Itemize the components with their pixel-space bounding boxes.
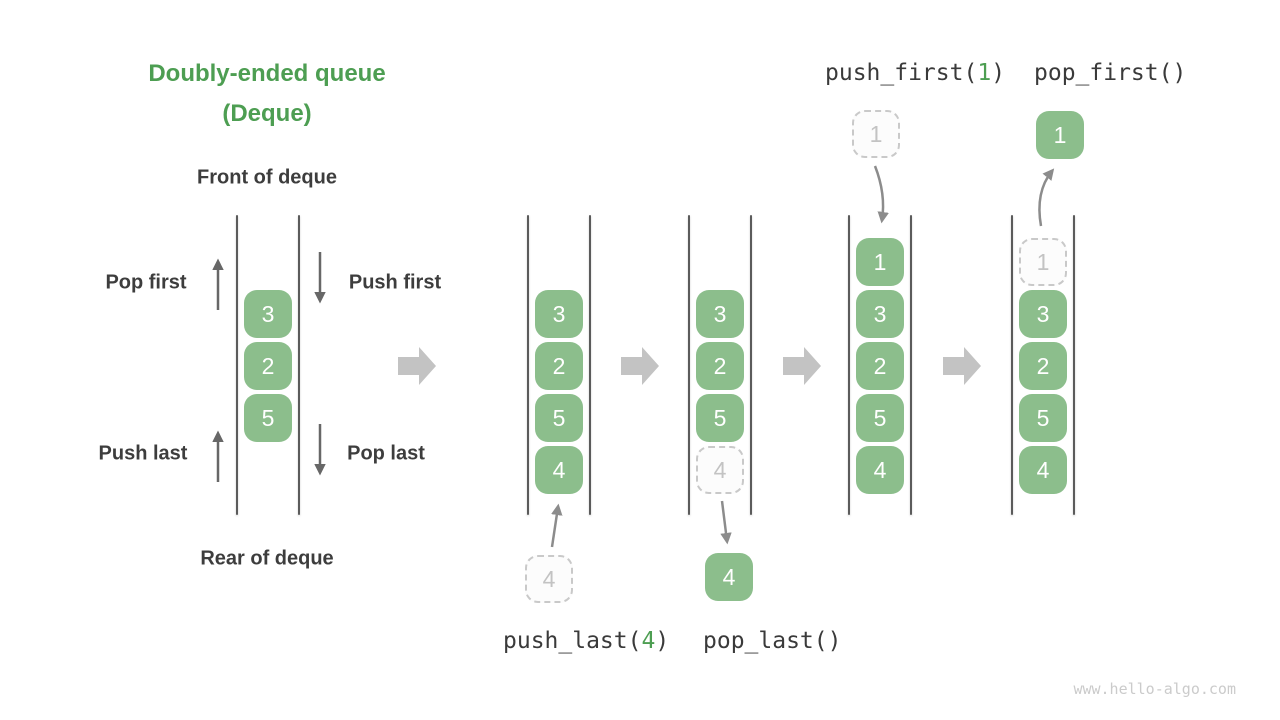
queue-cell: 3 [1019, 290, 1067, 338]
queue-cell: 5 [535, 394, 583, 442]
removed-slot-cell: 1 [1019, 238, 1067, 286]
queue-cell: 5 [856, 394, 904, 442]
incoming-cell: 1 [852, 110, 900, 158]
op-text: push_last( [503, 628, 642, 654]
step-arrow-2-icon [621, 347, 659, 385]
push-last-op-arrow-icon [550, 503, 563, 548]
removed-slot-cell: 4 [696, 446, 744, 494]
queue-wall-left [236, 215, 238, 515]
pop-last-op-arrow-icon [720, 500, 732, 545]
push-first-op-arrow-icon [873, 165, 889, 224]
pop-first-op-arrow-icon [1038, 168, 1055, 227]
queue-cell: 5 [696, 394, 744, 442]
popped-cell: 4 [705, 553, 753, 601]
queue-cell: 2 [535, 342, 583, 390]
op-text: ) [991, 60, 1006, 86]
queue-wall-left [1011, 215, 1013, 515]
queue-cell: 2 [244, 342, 292, 390]
queue-cell: 3 [244, 290, 292, 338]
queue-cell: 2 [1019, 342, 1067, 390]
op-text: ) [655, 628, 670, 654]
popped-cell: 1 [1036, 111, 1084, 159]
queue-cell: 5 [244, 394, 292, 442]
pop-first-label: Pop first [105, 271, 187, 294]
pop-last-op-label: pop_last() [703, 628, 842, 654]
incoming-cell: 4 [525, 555, 573, 603]
queue-wall-right [298, 215, 300, 515]
queue-cell: 3 [535, 290, 583, 338]
queue-wall-right [589, 215, 591, 515]
queue-wall-right [1073, 215, 1075, 515]
pop-first-op-label: pop_first() [1034, 60, 1187, 86]
queue-wall-left [527, 215, 529, 515]
push-first-label: Push first [348, 271, 442, 294]
queue-cell: 2 [856, 342, 904, 390]
queue-cell: 5 [1019, 394, 1067, 442]
queue-cell: 2 [696, 342, 744, 390]
step-arrow-1-icon [398, 347, 436, 385]
queue-cell: 3 [696, 290, 744, 338]
page-title-line1: Doubly-ended queue [148, 60, 386, 87]
queue-cell: 4 [535, 446, 583, 494]
queue-wall-right [750, 215, 752, 515]
watermark: www.hello-algo.com [1073, 680, 1236, 698]
pop-last-label: Pop last [347, 442, 425, 465]
push-last-label: Push last [98, 442, 188, 465]
push-last-op-label: push_last(4) [503, 628, 669, 654]
step-arrow-3-icon [783, 347, 821, 385]
op-arg: 4 [641, 628, 656, 654]
rear-of-deque-label: Rear of deque [200, 547, 334, 570]
queue-cell: 4 [856, 446, 904, 494]
step-arrow-4-icon [943, 347, 981, 385]
queue-cell: 1 [856, 238, 904, 286]
queue-cell: 3 [856, 290, 904, 338]
page-title-line2: (Deque) [222, 100, 312, 127]
front-of-deque-label: Front of deque [197, 166, 337, 189]
op-text: push_first( [825, 60, 978, 86]
queue-wall-left [848, 215, 850, 515]
queue-wall-left [688, 215, 690, 515]
queue-cell: 4 [1019, 446, 1067, 494]
op-arg: 1 [977, 60, 992, 86]
queue-wall-right [910, 215, 912, 515]
push-first-op-label: push_first(1) [825, 60, 1005, 86]
